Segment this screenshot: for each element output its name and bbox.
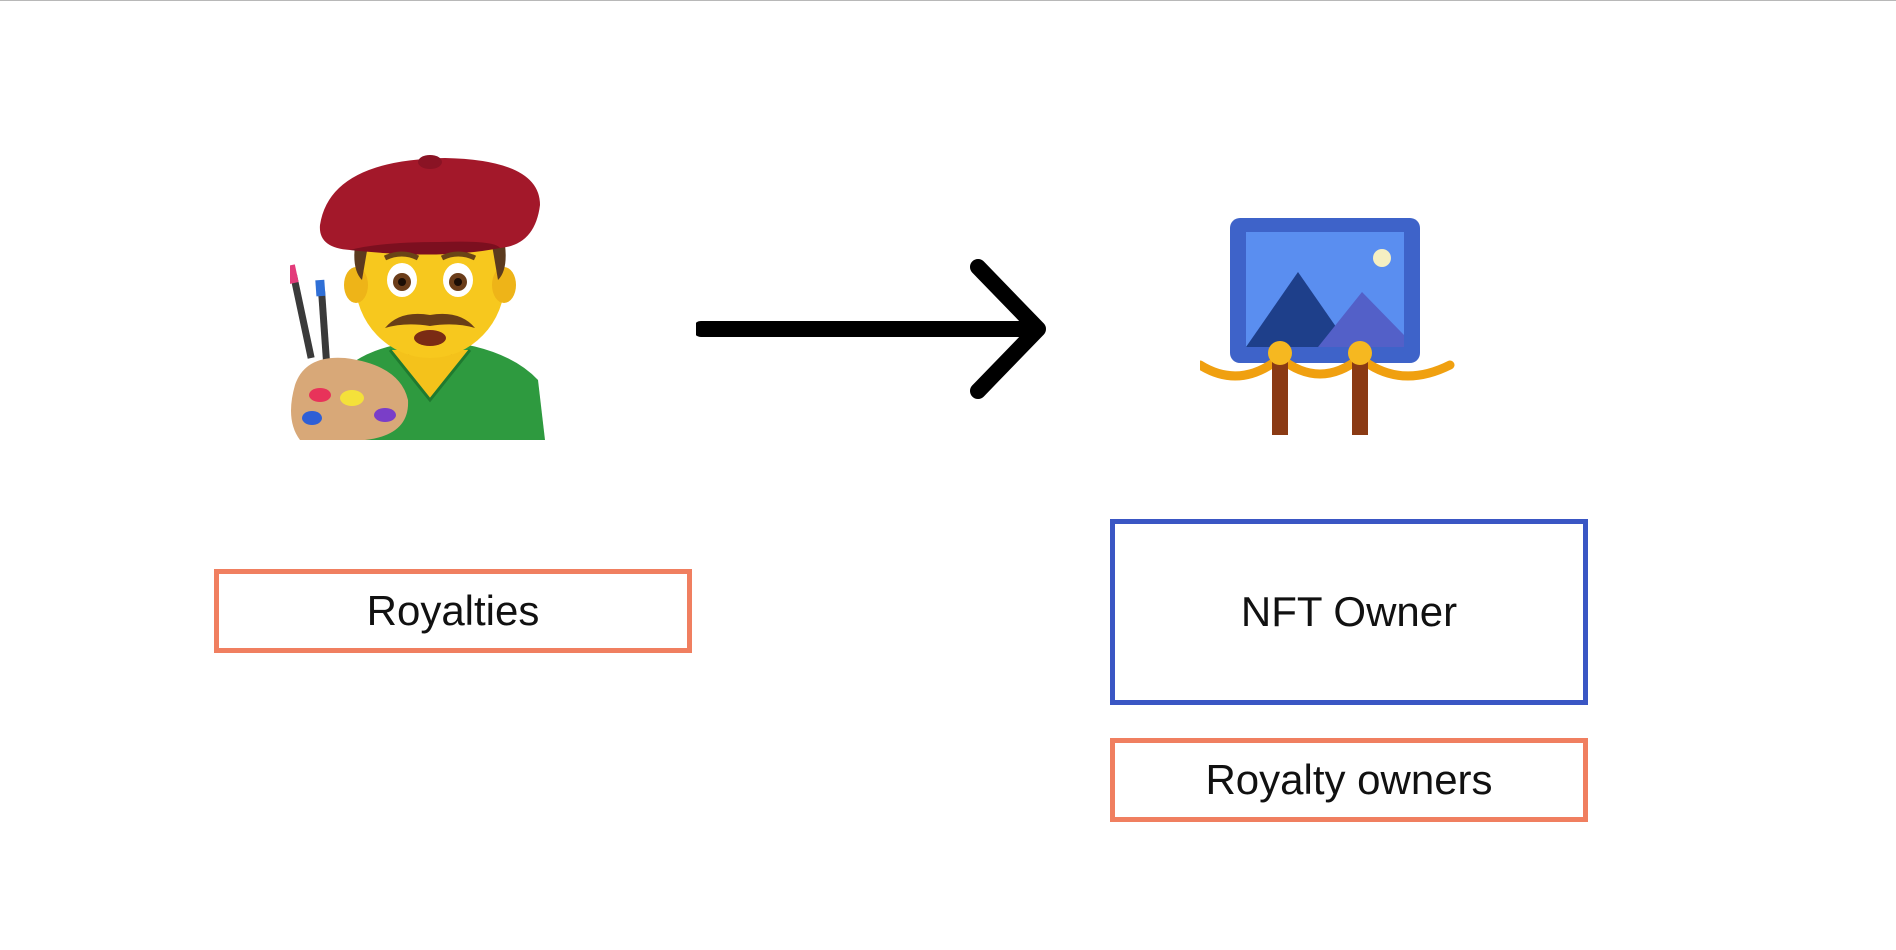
royalty-owners-box: Royalty owners [1110, 738, 1588, 822]
framed-picture-gallery-icon [1200, 210, 1460, 435]
royalty-owners-label: Royalty owners [1205, 756, 1492, 804]
nft-owner-label: NFT Owner [1241, 588, 1457, 636]
nft-owner-box: NFT Owner [1110, 519, 1588, 705]
right-arrow-icon [696, 255, 1051, 405]
artist-icon [290, 150, 570, 440]
royalties-label: Royalties [367, 587, 540, 635]
top-divider [0, 0, 1896, 1]
royalties-box: Royalties [214, 569, 692, 653]
